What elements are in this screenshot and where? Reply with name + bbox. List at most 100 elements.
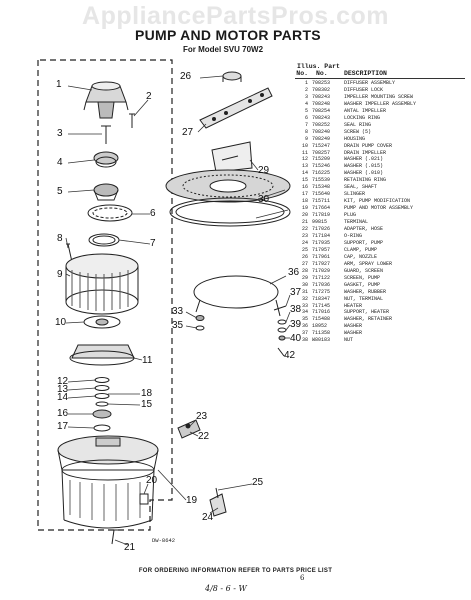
part-number: 715348: [312, 184, 331, 191]
pump-motor-assembly: [57, 435, 159, 529]
illus-number: 11: [301, 149, 308, 156]
callout-40: 40: [290, 333, 302, 344]
table-row: 23 717184 O-RING: [295, 233, 465, 240]
part-number: 708253: [312, 80, 331, 86]
illus-number: 37: [301, 330, 308, 337]
illus-number: 19: [301, 205, 308, 212]
heater-nut: [195, 315, 205, 321]
illus-number: 31: [301, 288, 308, 295]
illus-number: 5: [304, 107, 308, 114]
part-description: WASHER (.010): [344, 170, 384, 177]
impeller-screw: [101, 125, 111, 144]
illus-number: 6: [304, 114, 308, 121]
table-row: 14 716225 WASHER (.010): [295, 170, 465, 177]
callout-14: 14: [57, 392, 69, 403]
part-description: PLUG: [344, 212, 357, 219]
part-number: 716225: [312, 170, 331, 177]
illus-number: 14: [301, 170, 308, 177]
table-row: 19 717664 PUMP AND MOTOR ASSEMBLY: [295, 205, 465, 212]
part-description: KIT, PUMP MODIFICATION: [344, 198, 411, 205]
part-number: 717036: [312, 281, 331, 288]
part-number: 708243: [312, 93, 331, 100]
illus-number: 1: [304, 80, 308, 86]
part-number: 717961: [312, 253, 331, 260]
drain-pump-cover: [83, 315, 121, 329]
header-description: DESCRIPTION: [344, 70, 387, 77]
callout-17: 17: [57, 421, 69, 432]
drain-impeller: [69, 344, 135, 366]
part-description: O-RING: [344, 232, 363, 239]
callout-33: 33: [172, 306, 184, 317]
part-description: PUMP AND MOTOR ASSEMBLY: [344, 205, 414, 212]
table-row: 3 708243 IMPELLER MOUNTING SCREW: [295, 94, 465, 101]
part-description: SUPPORT, HEATER: [344, 309, 390, 316]
illus-number: 22: [301, 226, 308, 233]
part-description: GUARD, SCREEN: [344, 267, 384, 274]
illus-number: 4: [304, 100, 308, 107]
part-number: 708243: [312, 114, 331, 121]
part-number: 715246: [312, 163, 331, 170]
pump-gasket: [169, 197, 291, 227]
part-description: SEAL, SHAFT: [344, 184, 378, 191]
part-description: IMPELLER MOUNTING SCREW: [344, 93, 414, 100]
part-number: 717664: [312, 205, 331, 212]
terminal: [108, 529, 120, 545]
part-number: 715539: [312, 177, 331, 184]
illus-number: 23: [301, 232, 308, 239]
part-number: 708302: [312, 86, 331, 93]
part-number: W80183: [312, 337, 331, 344]
heater-hardware: [273, 305, 287, 357]
part-description: SLINGER: [344, 191, 366, 198]
part-description: WASHER: [344, 330, 363, 337]
callout-2: 2: [146, 91, 152, 102]
part-description: WASHER, RETAINER: [344, 316, 393, 323]
callout-13: 13: [57, 384, 69, 395]
part-number: 99815: [312, 219, 328, 226]
part-number: 715640: [312, 191, 331, 198]
part-description: HEATER: [344, 302, 363, 309]
illus-number: 12: [301, 156, 308, 163]
part-number: 717029: [312, 267, 331, 274]
illus-number: 28: [301, 267, 308, 274]
callout-38: 38: [290, 304, 302, 315]
part-description: SEAL RING: [344, 121, 372, 128]
washer-impeller: [93, 151, 119, 168]
part-number: 708252: [312, 121, 331, 128]
part-description: DRAIN PUMP COVER: [344, 142, 393, 149]
illus-number: 3: [304, 93, 308, 100]
callout-25: 25: [252, 477, 264, 488]
callout-9: 9: [57, 269, 63, 280]
part-description: CLAMP, PUMP: [344, 246, 378, 253]
illus-number: 35: [301, 316, 308, 323]
part-description: TERMINAL: [344, 219, 369, 226]
part-number: 18952: [312, 323, 328, 330]
ordering-footer: FOR ORDERING INFORMATION REFER TO PARTS …: [138, 568, 333, 574]
callout-20: 20: [146, 475, 158, 486]
part-number: 717184: [312, 232, 331, 239]
model-subtitle: For Model SVU 70W2: [183, 45, 264, 54]
part-number: 717275: [312, 288, 331, 295]
callout-37: 37: [290, 287, 302, 298]
illus-number: 38: [301, 337, 308, 344]
callout-27: 27: [182, 127, 194, 138]
part-description: GASKET, PUMP: [344, 281, 381, 288]
part-number: 717026: [312, 226, 331, 233]
